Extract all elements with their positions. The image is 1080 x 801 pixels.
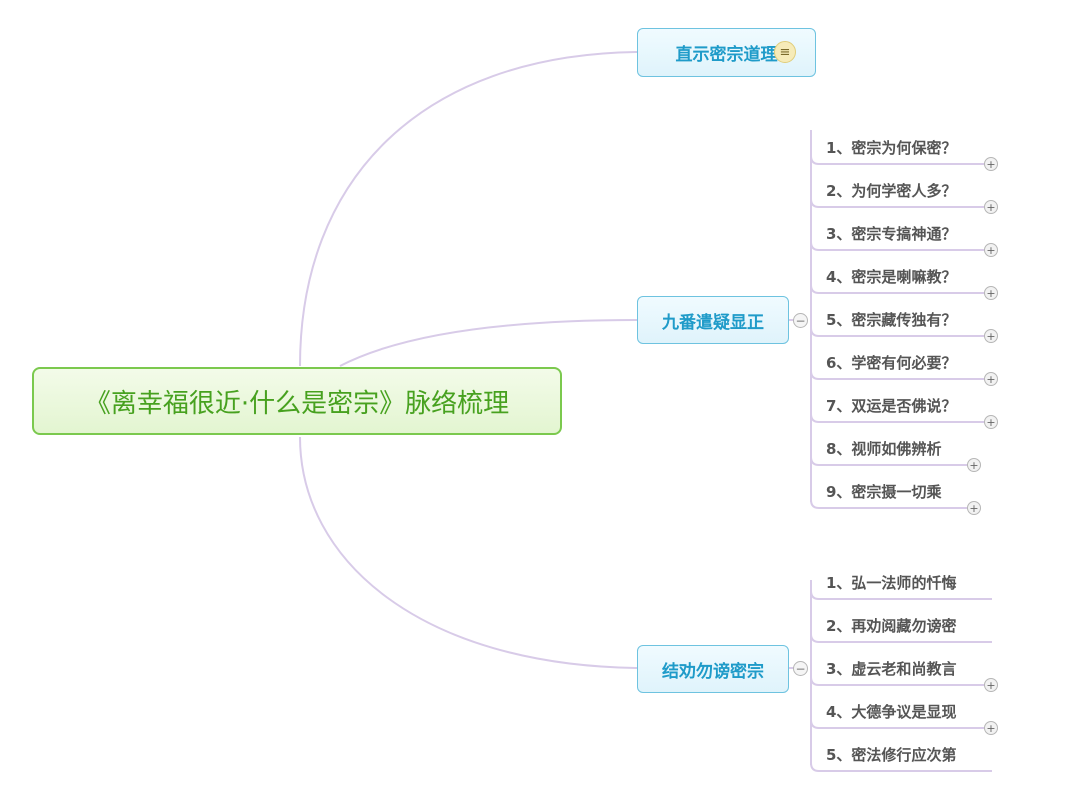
- expand-icon[interactable]: +: [984, 678, 998, 692]
- subtopic-item[interactable]: 1、弘一法师的忏悔: [826, 570, 956, 594]
- branch-topic-2-label: 九番遣疑显正: [662, 312, 764, 333]
- subtopic-item[interactable]: 4、大德争议是显现: [826, 699, 956, 723]
- subtopic-label: 2、为何学密人多？: [826, 181, 957, 200]
- subtopic-item[interactable]: 6、学密有何必要？: [826, 350, 956, 374]
- subtopic-underline: [810, 456, 968, 466]
- subtopic-item[interactable]: 4、密宗是喇嘛教？: [826, 264, 956, 288]
- subtopic-item[interactable]: 5、密法修行应次第: [826, 742, 956, 766]
- subtopic-label: 8、视师如佛辨析: [826, 439, 942, 458]
- expand-icon[interactable]: +: [984, 721, 998, 735]
- branch-topic-3-label: 结劝勿谤密宗: [662, 661, 764, 682]
- connector-bottom: [299, 436, 638, 669]
- subtopic-underline: [810, 762, 992, 772]
- subtopic-label: 9、密宗摄一切乘: [826, 482, 942, 501]
- subtopic-underline: [810, 719, 985, 729]
- subtopic-label: 4、大德争议是显现: [826, 702, 957, 721]
- subtopic-underline: [810, 413, 985, 423]
- subtopic-underline: [810, 198, 985, 208]
- subtopic-underline: [810, 284, 985, 294]
- subtopic-item[interactable]: 9、密宗摄一切乘: [826, 479, 941, 503]
- subtopic-item[interactable]: 7、双运是否佛说？: [826, 393, 956, 417]
- note-icon[interactable]: ≡: [774, 41, 796, 63]
- subtopic-underline: [810, 676, 985, 686]
- subtopic-label: 3、密宗专搞神通？: [826, 224, 957, 243]
- central-topic-label: 《离幸福很近·什么是密宗》脉络梳理: [84, 388, 510, 419]
- central-topic[interactable]: 《离幸福很近·什么是密宗》脉络梳理: [32, 367, 562, 435]
- expand-icon[interactable]: +: [984, 286, 998, 300]
- subtopic-label: 7、双运是否佛说？: [826, 396, 957, 415]
- collapse-icon[interactable]: −: [793, 661, 808, 676]
- collapse-icon[interactable]: −: [793, 313, 808, 328]
- branch-topic-1-label: 直示密宗道理: [675, 45, 778, 65]
- connector-middle: [339, 319, 638, 367]
- subtopic-underline: [810, 327, 985, 337]
- subtopic-item[interactable]: 3、密宗专搞神通？: [826, 221, 956, 245]
- expand-icon[interactable]: +: [984, 243, 998, 257]
- subtopic-label: 2、再劝阅藏勿谤密: [826, 616, 957, 635]
- expand-icon[interactable]: +: [984, 329, 998, 343]
- expand-icon[interactable]: +: [967, 458, 981, 472]
- expand-icon[interactable]: +: [984, 415, 998, 429]
- subtopic-underline: [810, 633, 992, 643]
- expand-icon[interactable]: +: [984, 200, 998, 214]
- subtopic-label: 5、密法修行应次第: [826, 745, 957, 764]
- subtopic-underline: [810, 370, 985, 380]
- subtopic-label: 4、密宗是喇嘛教？: [826, 267, 957, 286]
- branch-topic-3[interactable]: 结劝勿谤密宗: [637, 645, 789, 693]
- subtopic-label: 5、密宗藏传独有？: [826, 310, 957, 329]
- branch-topic-2[interactable]: 九番遣疑显正: [637, 296, 789, 344]
- subtopic-underline: [810, 155, 985, 165]
- subtopic-label: 3、虚云老和尚教言: [826, 659, 957, 678]
- subtopic-underline: [810, 590, 992, 600]
- subtopic-item[interactable]: 3、虚云老和尚教言: [826, 656, 956, 680]
- subtopic-item[interactable]: 8、视师如佛辨析: [826, 436, 941, 460]
- subtopic-label: 6、学密有何必要？: [826, 353, 957, 372]
- expand-icon[interactable]: +: [967, 501, 981, 515]
- subtopic-item[interactable]: 2、为何学密人多？: [826, 178, 956, 202]
- subtopic-item[interactable]: 5、密宗藏传独有？: [826, 307, 956, 331]
- subtopic-underline: [810, 499, 968, 509]
- expand-icon[interactable]: +: [984, 157, 998, 171]
- subtopic-label: 1、弘一法师的忏悔: [826, 573, 957, 592]
- subtopic-item[interactable]: 1、密宗为何保密？: [826, 135, 956, 159]
- subtopic-label: 1、密宗为何保密？: [826, 138, 957, 157]
- subtopic-item[interactable]: 2、再劝阅藏勿谤密: [826, 613, 956, 637]
- expand-icon[interactable]: +: [984, 372, 998, 386]
- connector-top: [299, 51, 638, 367]
- subtopic-underline: [810, 241, 985, 251]
